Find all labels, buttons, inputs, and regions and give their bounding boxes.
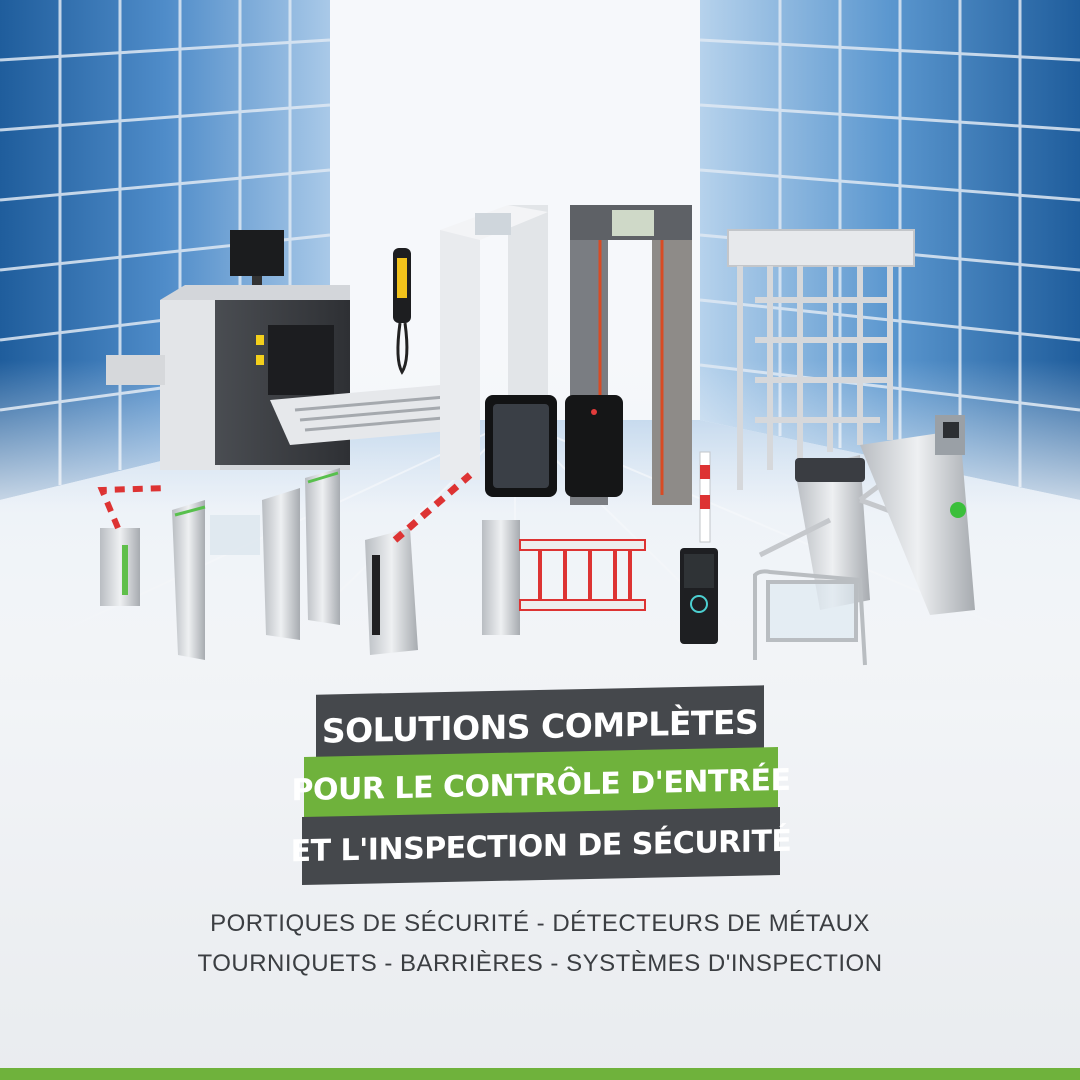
handheld-metal-detector-icon <box>393 248 411 375</box>
speed-gate-icon <box>172 468 340 660</box>
tripod-turnstile-icon <box>758 415 975 615</box>
subtitle-line-1: PORTIQUES DE SÉCURITÉ - DÉTECTEURS DE MÉ… <box>210 910 870 937</box>
subtitle-line-2: TOURNIQUETS - BARRIÈRES - SYSTÈMES D'INS… <box>197 950 883 977</box>
full-height-turnstile-icon <box>727 229 915 490</box>
swing-gate-icon <box>753 569 867 666</box>
parking-barrier-icon <box>482 520 646 635</box>
card-reader-icon <box>485 395 623 497</box>
walkthrough-gate-white-icon <box>440 205 548 480</box>
barrier-gate-center-icon <box>365 472 473 655</box>
parking-ticket-machine-icon <box>680 548 718 644</box>
headline-line-3: ET L'INSPECTION DE SÉCURITÉ <box>291 806 791 886</box>
xray-scanner-icon <box>106 230 460 470</box>
security-products-montage <box>97 205 975 666</box>
bottom-accent-bar <box>0 1068 1080 1080</box>
barrier-gate-left-icon <box>97 485 169 606</box>
bollard-icon <box>699 451 711 543</box>
